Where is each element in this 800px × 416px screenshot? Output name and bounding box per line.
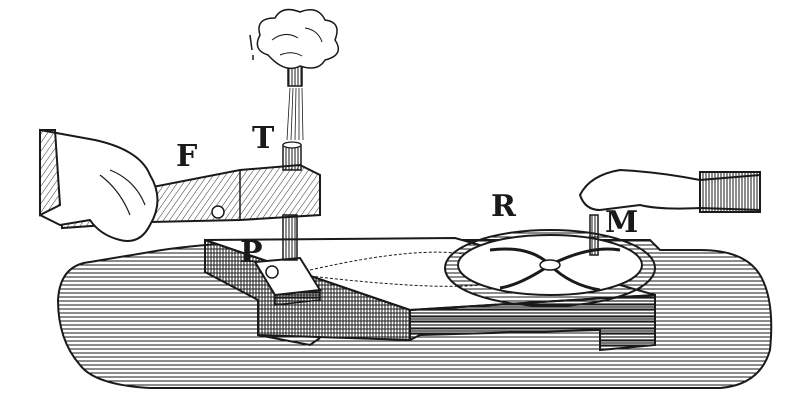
crank-handle [589,214,599,256]
flame-rays [286,87,304,141]
label-P: P [240,235,263,270]
label-F: F [176,139,197,174]
left-hand [39,128,159,242]
label-M: M [605,205,638,240]
right-hand [578,168,761,213]
piston-block [253,256,322,306]
smoke-cloud [249,8,340,70]
label-R: R [491,189,517,224]
label-T: T [252,121,275,156]
wheel [444,229,656,307]
